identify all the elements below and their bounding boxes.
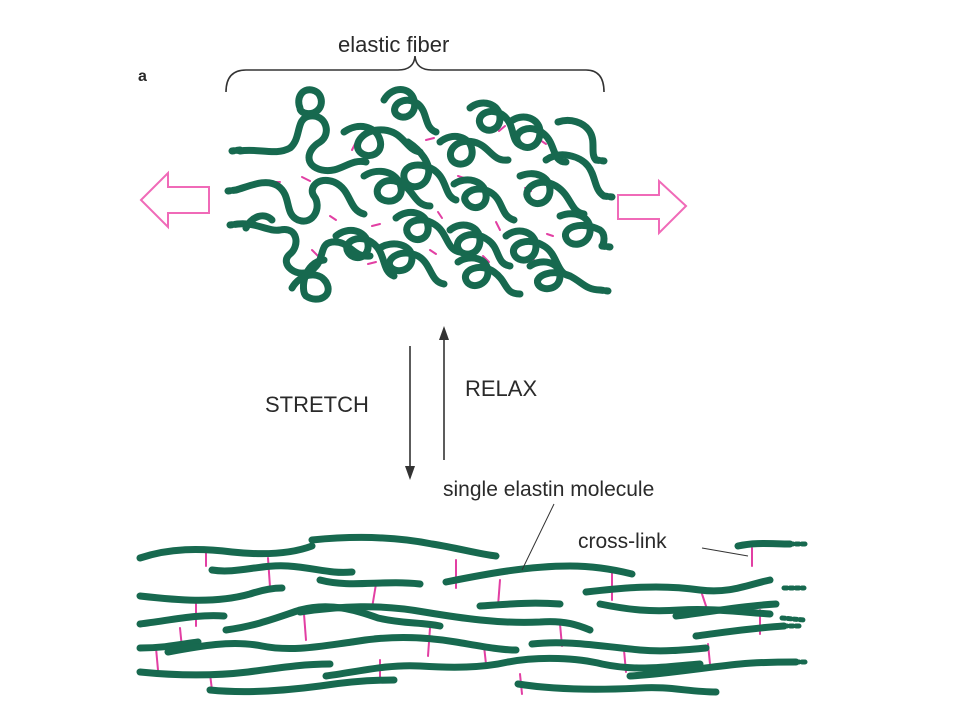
cross-link-leader [701, 547, 749, 557]
single-elastin-molecule-label: single elastin molecule [443, 478, 655, 501]
relaxed-elastic-fiber [224, 86, 616, 303]
single-elastin-leader [521, 503, 555, 571]
stretch-label: STRETCH [265, 392, 369, 417]
relax-label: RELAX [465, 376, 538, 401]
cross-link-label: cross-link [578, 530, 667, 553]
stretched-elastic-fiber [136, 533, 811, 696]
down-arrow-icon [405, 346, 415, 480]
hollow-right-arrow-icon [617, 178, 688, 236]
elastic-fiber-brace [225, 55, 605, 93]
hollow-left-arrow-icon [139, 170, 210, 230]
up-arrow-icon [439, 326, 449, 460]
panel-letter: a [138, 68, 147, 85]
elastic-fiber-label: elastic fiber [338, 32, 450, 57]
